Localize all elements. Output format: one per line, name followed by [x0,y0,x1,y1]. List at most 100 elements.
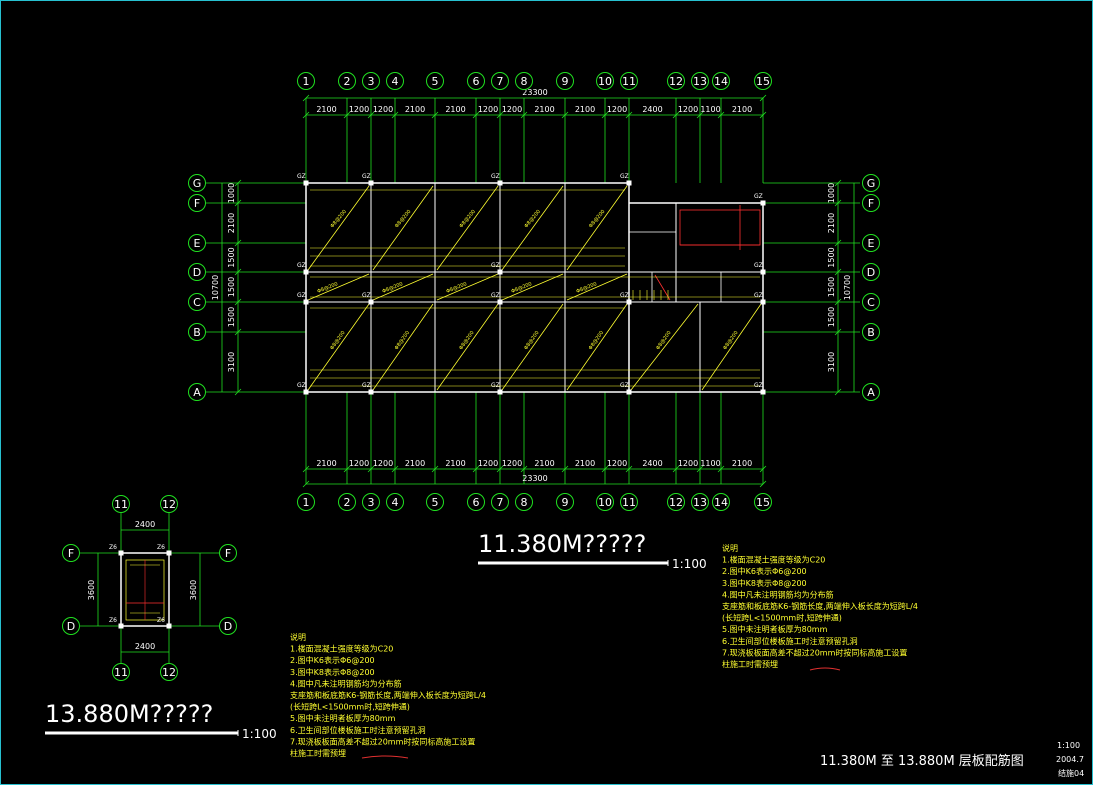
column-tag: GZ [297,173,306,180]
axis-row-left-A-label: A [193,386,201,399]
axis-row-left-C [188,293,206,311]
note-line: 支座筋和板底筋K6-钢筋长度,两端伸入板长度为短跨L/4 [290,690,486,700]
column-gz [303,269,309,275]
axis-col-top-2 [338,72,356,90]
rebar-diagonal [630,303,699,391]
small-axis-right-F [219,544,237,562]
axis-row-left-D [188,263,206,281]
rebar-diagonal [436,185,499,271]
small-axis-top-12-label: 12 [162,498,176,511]
note-line: 4.图中凡未注明钢筋均为分布筋 [722,589,834,599]
axis-col-top-13 [691,72,709,90]
small-slab-outline [120,552,170,627]
axis-row-left-G [188,174,206,192]
axis-col-top-1-label: 1 [303,75,310,88]
axis-col-top-5 [426,72,444,90]
axis-col-bottom-3 [362,493,380,511]
dimension-label: 2100 [405,459,425,468]
note-line: 7.现浇板板面高差不超过20mm时按同标高施工设置 [722,647,907,657]
axis-row-left-C-label: C [193,296,201,309]
note-line: (长短跨L<1500mm时,短跨伸通) [290,702,410,712]
axis-col-bottom-14 [712,493,730,511]
column-tag: GZ [620,173,629,180]
small-axis-right-F-label: F [225,547,231,560]
column-tag: GZ [362,382,371,389]
column-tag: GZ [620,292,629,299]
column-tag: GZ [362,292,371,299]
small-axis-bottom-11-label: 11 [114,666,128,679]
column-tag: GZ [754,262,763,269]
axis-col-bottom-8-label: 8 [521,496,528,509]
dimension-label: 2400 [642,105,662,114]
note-line: (长短跨L<1500mm时,短跨伸通) [722,613,842,623]
axis-row-left-F [188,194,206,212]
column-gz [760,299,766,305]
dimension-label: 1500 [827,277,836,297]
small-axis-top-11 [112,495,130,513]
small-axis-left-F-label: F [68,547,74,560]
axis-col-bottom-7 [491,493,509,511]
dimension-label: 1500 [827,307,836,327]
axis-col-top-8 [515,72,533,90]
axis-col-top-12 [667,72,685,90]
axis-row-right-C [862,293,880,311]
dimension-label: 1500 [227,307,236,327]
dimension-label: 1500 [827,247,836,267]
small-column-tag: Z6 [109,544,117,551]
small-axis-top-11-label: 11 [114,498,128,511]
axis-col-bottom-13 [691,493,709,511]
column-gz [626,389,632,395]
dimension-label: 2400 [642,459,662,468]
column-gz [303,299,309,305]
small-depth-dim-left: 3600 [87,580,96,600]
axis-col-top-12-label: 12 [669,75,683,88]
dimension-total: 23300 [522,88,547,97]
dimension-label: 1200 [502,459,522,468]
dimension-label: 3100 [827,352,836,372]
dimension-label: 1000 [827,183,836,203]
axis-col-top-11-label: 11 [622,75,636,88]
dimension-label: 2100 [534,105,554,114]
axis-col-top-8-label: 8 [521,75,528,88]
axis-col-top-14-label: 14 [714,75,728,88]
column-gz [303,180,309,186]
note-line: 2.图中K6表示Φ6@200 [290,655,375,665]
axis-row-right-B [862,323,880,341]
axis-col-top-11 [620,72,638,90]
axis-row-right-F [862,194,880,212]
dimension-label: 1100 [700,105,720,114]
axis-col-top-1 [297,72,315,90]
axis-col-top-7-label: 7 [497,75,504,88]
dimension-label: 1200 [502,105,522,114]
axis-row-right-F-label: F [868,197,874,210]
note-line: 5.图中未注明者板厚为80mm [290,713,396,723]
axis-col-bottom-6 [467,493,485,511]
column-tag: GZ [491,292,500,299]
small-axis-right-D [219,617,237,635]
axis-col-bottom-14-label: 14 [714,496,728,509]
dimension-label: 1000 [227,183,236,203]
note-line: 6.卫生间部位楼板施工时注意预留孔洞 [290,725,426,735]
axis-col-bottom-5-label: 5 [432,496,439,509]
column-tag: GZ [754,193,763,200]
column-gz [760,389,766,395]
rebar-label: Φ8@200 [317,281,339,295]
axis-row-left-G-label: G [193,177,202,190]
axis-row-right-D-label: D [867,266,875,279]
axis-col-bottom-4 [386,493,404,511]
axis-col-bottom-1-label: 1 [303,496,310,509]
small-column [166,623,172,629]
note-line: 4.图中凡未注明钢筋均为分布筋 [290,678,402,688]
rebar-diagonal [307,185,370,271]
axis-row-left-E-label: E [194,237,201,250]
small-axis-bottom-12-label: 12 [162,666,176,679]
rebar-label: Φ8@200 [382,281,404,295]
notes-left: 说明1.楼面混凝土强度等级为C202.图中K6表示Φ6@2003.图中K8表示Φ… [290,632,486,758]
dimension-label: 1200 [478,459,498,468]
note-line: 1.楼面混凝土强度等级为C20 [290,644,393,654]
note-line: 7.现浇板板面高差不超过20mm时按同标高施工设置 [290,736,475,746]
axis-row-left-E [188,234,206,252]
note-line: 支座筋和板底筋K6-钢筋长度,两端伸入板长度为短跨L/4 [722,601,918,611]
axis-row-left-D-label: D [193,266,201,279]
